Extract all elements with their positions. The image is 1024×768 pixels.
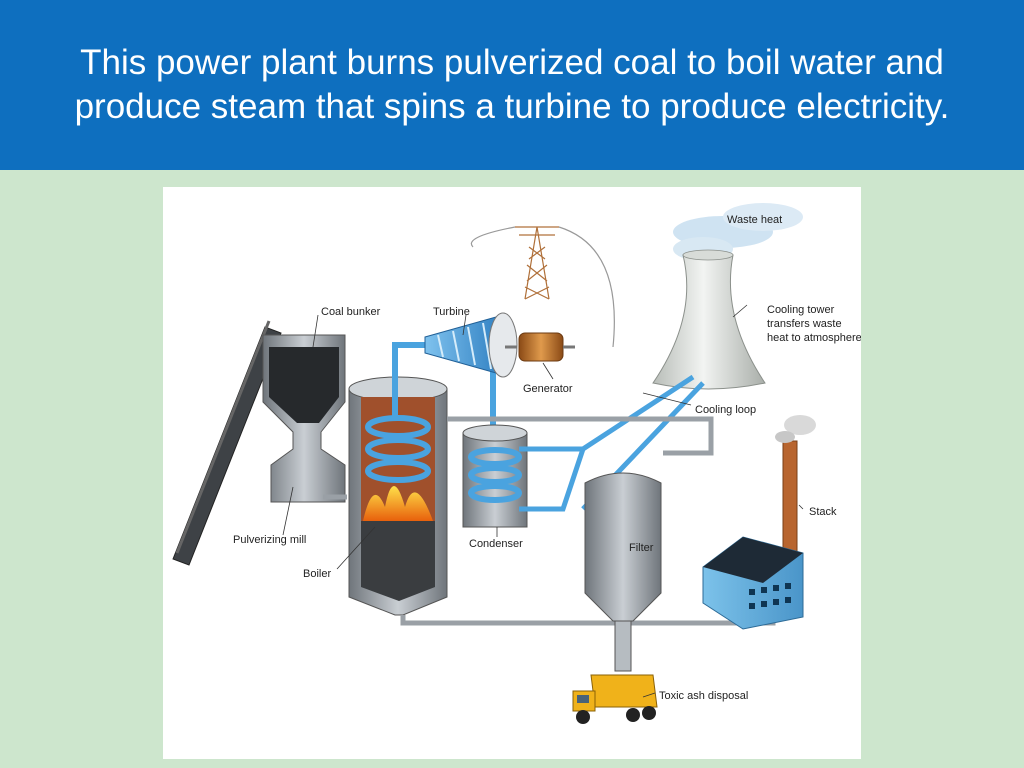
label-condenser: Condenser [469,538,523,550]
label-turbine: Turbine [433,306,470,318]
filter [584,472,662,672]
transmission-tower [470,226,615,348]
label-boiler: Boiler [303,568,331,580]
cooling-tower [652,253,766,390]
control-building [702,536,804,630]
label-toxic-ash-disposal: Toxic ash disposal [659,690,748,702]
turbine [424,312,518,378]
diagram-canvas: Waste heat Coal bunker Turbine Generator… [172,203,861,724]
ash-truck [572,674,658,724]
label-coal-bunker: Coal bunker [321,306,381,318]
generator [505,332,575,362]
power-plant-diagram: Waste heat Coal bunker Turbine Generator… [163,187,861,759]
coal-conveyor [172,320,282,566]
stack [775,415,816,554]
condenser [462,424,528,528]
label-pulverizing-mill: Pulverizing mill [233,534,306,546]
leader-lines [282,304,804,698]
title-band: This power plant burns pulverized coal t… [0,0,1024,170]
label-generator: Generator [523,383,573,395]
label-cooling-tower-1: Cooling tower [767,304,835,316]
label-cooling-tower-2: transfers waste [767,318,842,330]
label-waste-heat: Waste heat [727,214,782,226]
label-cooling-tower-3: heat to atmosphere [767,332,861,344]
label-cooling-loop: Cooling loop [695,404,756,416]
label-stack: Stack [809,506,837,518]
slide-title: This power plant burns pulverized coal t… [74,43,950,126]
label-filter: Filter [629,542,654,554]
